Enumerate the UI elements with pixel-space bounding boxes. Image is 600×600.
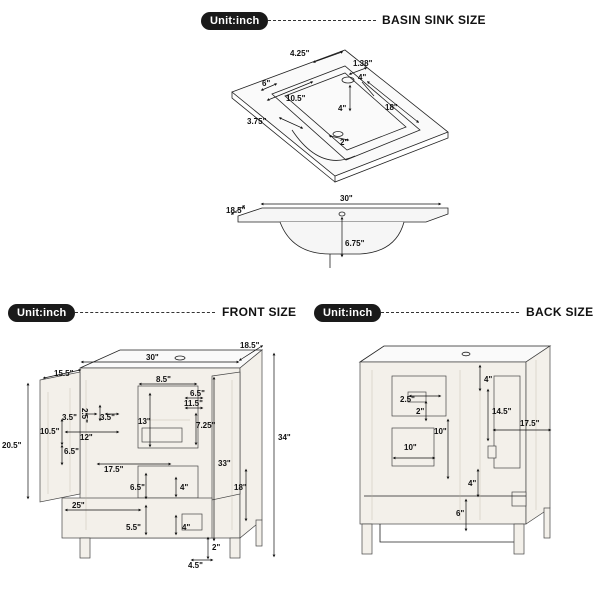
front-dim-10.5: 10.5" — [40, 427, 60, 436]
front-dim-12: 12" — [80, 433, 93, 442]
basin-dim-4.25: 4.25" — [290, 49, 310, 58]
basin-unit-badge: Unit:inch — [201, 12, 269, 30]
basin-front-dim-30: 30" — [340, 194, 353, 203]
basin-header-leader — [268, 20, 376, 21]
front-dim-15.5: 15.5" — [54, 369, 74, 378]
basin-dim-18: 18" — [385, 103, 398, 112]
basin-dim-1.38: 1.38" — [353, 59, 373, 68]
back-dim-4b: 4" — [468, 479, 476, 488]
front-dim-5.5: 5.5" — [126, 523, 141, 532]
open-door-right — [211, 371, 241, 501]
front-dim-3.5b: 3.5" — [100, 413, 115, 422]
back-dim-10a: 10" — [434, 427, 447, 436]
front-dim-18.5: 18.5" — [240, 341, 260, 350]
back-dim-17.5: 17.5" — [520, 419, 540, 428]
front-cabinet-drawing — [26, 345, 276, 562]
front-dim-18: 18" — [234, 483, 247, 492]
back-dim-10b: 10" — [404, 443, 417, 452]
front-unit-badge: Unit:inch — [8, 304, 76, 322]
front-dim-20.5: 20.5" — [2, 441, 22, 450]
faucet-hole-icon — [341, 76, 355, 84]
back-dim-6: 6" — [456, 509, 464, 518]
front-dim-8.5: 8.5" — [156, 375, 171, 384]
front-dim-2: 2" — [212, 543, 220, 552]
front-dim-7.25: 7.25" — [196, 421, 216, 430]
back-cabinet-drawing — [358, 345, 552, 555]
back-size-title: BACK SIZE — [526, 305, 594, 319]
front-dim-3.5a: 3.5" — [62, 413, 77, 422]
front-size-title: FRONT SIZE — [222, 305, 297, 319]
basin-sink-size-title: BASIN SINK SIZE — [382, 13, 486, 27]
front-dim-6.5b: 6.5" — [64, 447, 79, 456]
front-dim-4a: 4" — [180, 483, 188, 492]
basin-dim-4a: 4" — [358, 73, 366, 82]
front-dim-25: 25" — [72, 501, 85, 510]
front-dim-4b: 4" — [182, 523, 190, 532]
back-unit-badge: Unit:inch — [314, 304, 382, 322]
basin-top-view — [231, 49, 449, 183]
front-dim-34: 34" — [278, 433, 291, 442]
front-dim-33: 33" — [218, 459, 231, 468]
front-header-leader — [75, 312, 215, 313]
front-dim-4.5: 4.5" — [188, 561, 203, 570]
back-dim-2: 2" — [416, 407, 424, 416]
front-dim-13: 13" — [138, 417, 151, 426]
basin-dim-6: 6" — [262, 79, 270, 88]
front-dim-30: 30" — [146, 353, 159, 362]
basin-front-dim-6.75: 6.75" — [345, 239, 365, 248]
front-dim-17.5: 17.5" — [104, 465, 124, 474]
back-dim-4a: 4" — [484, 375, 492, 384]
back-header-leader — [381, 312, 519, 313]
basin-dim-2: 2" — [340, 138, 348, 147]
front-dim-6.5c: 6.5" — [130, 483, 145, 492]
basin-front-dim-18.5: 18.5" — [226, 206, 246, 215]
basin-dim-3.75: 3.75" — [247, 117, 267, 126]
basin-front-view — [230, 202, 449, 268]
front-dim-11.5: 11.5" — [184, 399, 203, 408]
front-dim-6.5a: 6.5" — [190, 389, 205, 398]
back-dim-2.5: 2.5" — [400, 395, 415, 404]
back-dim-14.5: 14.5" — [492, 407, 512, 416]
basin-dim-4b: 4" — [338, 104, 346, 113]
basin-dim-10.5: 10.5" — [286, 94, 306, 103]
front-dim-2.5: 2.5" — [80, 408, 89, 423]
open-door-left — [39, 371, 81, 503]
